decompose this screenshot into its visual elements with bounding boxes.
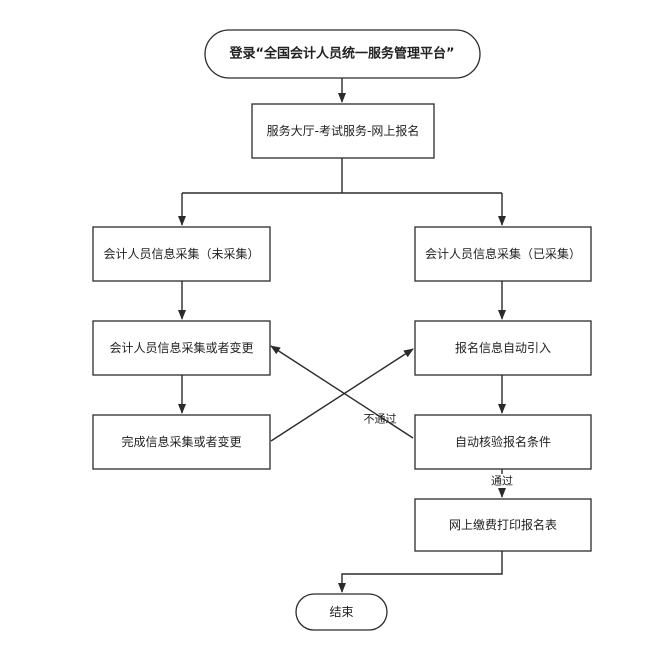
fail-label: 不通过 bbox=[364, 413, 397, 426]
node-service-hall: 服务大厅-考试服务-网上报名 bbox=[251, 103, 435, 159]
node-collect-or-change: 会计人员信息采集或者变更 bbox=[92, 320, 271, 376]
start-label: 登录“全国会计人员统一服务管理平台” bbox=[228, 46, 454, 62]
arrow-complete-to-import bbox=[270, 348, 414, 442]
auto-verify-label: 自动核验报名条件 bbox=[455, 434, 551, 449]
pay-print-label: 网上缴费打印报名表 bbox=[449, 517, 557, 532]
node-complete-collect-or-change: 完成信息采集或者变更 bbox=[92, 414, 271, 470]
node-start: 登录“全国会计人员统一服务管理平台” bbox=[204, 29, 481, 79]
connector-hall-split bbox=[182, 158, 502, 194]
edges bbox=[178, 78, 506, 593]
pass-label: 通过 bbox=[491, 475, 513, 488]
collect-done-label: 会计人员信息采集（已采集） bbox=[425, 246, 581, 261]
node-end: 结束 bbox=[295, 593, 388, 631]
node-collect-done: 会计人员信息采集（已采集） bbox=[414, 226, 592, 282]
node-pay-print: 网上缴费打印报名表 bbox=[414, 498, 592, 552]
node-collect-not-done: 会计人员信息采集（未采集） bbox=[92, 226, 271, 282]
edge-labels: 不通过 通过 bbox=[364, 413, 518, 488]
auto-import-label: 报名信息自动引入 bbox=[455, 340, 551, 355]
collect-not-done-label: 会计人员信息采集（未采集） bbox=[103, 246, 259, 261]
complete-collect-or-change-label: 完成信息采集或者变更 bbox=[121, 434, 241, 449]
service-hall-label: 服务大厅-考试服务-网上报名 bbox=[267, 123, 420, 138]
node-auto-verify: 自动核验报名条件 bbox=[414, 414, 592, 470]
arrow-verify-fail-to-change bbox=[270, 345, 414, 439]
node-auto-import: 报名信息自动引入 bbox=[414, 320, 592, 376]
collect-or-change-label: 会计人员信息采集或者变更 bbox=[109, 340, 253, 355]
arrow-pay-to-end bbox=[338, 551, 503, 593]
end-label: 结束 bbox=[329, 605, 353, 619]
